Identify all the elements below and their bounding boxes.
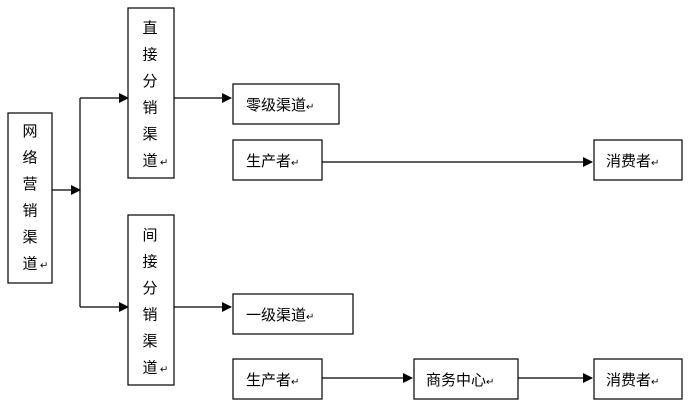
producer-top-label: 生产者 xyxy=(246,152,291,170)
vertical-label-char: 分 xyxy=(142,72,157,90)
return-mark: ↵ xyxy=(160,365,168,376)
node-business-center: 商务中心↵ xyxy=(413,358,519,400)
vertical-label-char: 分 xyxy=(142,279,157,297)
vertical-label-char: 道 xyxy=(142,359,157,377)
vertical-label-char: 营 xyxy=(22,175,37,193)
return-mark: ↵ xyxy=(291,377,299,388)
node-one-level-channel: 一级渠道↵ xyxy=(232,293,354,335)
svg-text:零级渠道↵: 零级渠道↵ xyxy=(246,96,314,114)
node-network-channel: 网络营销渠道↵ xyxy=(7,112,53,284)
vertical-label-char: 网 xyxy=(22,122,37,140)
vertical-label: 网络营销渠道 xyxy=(22,122,37,273)
return-mark: ↵ xyxy=(486,377,494,388)
return-mark: ↵ xyxy=(306,312,314,323)
vertical-label-char: 接 xyxy=(142,46,157,64)
vertical-label-char: 接 xyxy=(142,253,157,271)
node-indirect-channel: 间接分销渠道↵ xyxy=(127,214,175,386)
one-level-label: 一级渠道 xyxy=(246,306,306,324)
vertical-label-char: 间 xyxy=(142,226,157,244)
vertical-label: 直接分销渠道 xyxy=(142,19,157,170)
svg-text:消费者↵: 消费者↵ xyxy=(606,371,659,389)
svg-text:生产者↵: 生产者↵ xyxy=(246,371,299,389)
vertical-label: 间接分销渠道 xyxy=(142,226,157,377)
vertical-label-char: 络 xyxy=(22,149,37,167)
node-producer-top: 生产者↵ xyxy=(232,139,323,181)
svg-text:一级渠道↵: 一级渠道↵ xyxy=(246,306,314,324)
consumer-bottom-label: 消费者 xyxy=(606,371,651,389)
return-mark: ↵ xyxy=(651,158,659,169)
business-center-label: 商务中心 xyxy=(426,371,486,389)
node-direct-channel: 直接分销渠道↵ xyxy=(127,7,175,179)
svg-text:生产者↵: 生产者↵ xyxy=(246,152,299,170)
node-consumer-top: 消费者↵ xyxy=(593,139,683,181)
consumer-top-label: 消费者 xyxy=(606,152,651,170)
vertical-label-char: 道 xyxy=(142,152,157,170)
vertical-label-char: 渠 xyxy=(142,332,157,350)
vertical-label-char: 销 xyxy=(22,202,37,220)
node-consumer-bottom: 消费者↵ xyxy=(593,358,683,400)
return-mark: ↵ xyxy=(160,158,168,169)
node-zero-level-channel: 零级渠道↵ xyxy=(232,83,340,125)
node-producer-bottom: 生产者↵ xyxy=(232,358,323,400)
return-mark: ↵ xyxy=(651,377,659,388)
svg-text:商务中心↵: 商务中心↵ xyxy=(426,371,494,389)
vertical-label-char: 直 xyxy=(142,19,157,37)
return-mark: ↵ xyxy=(291,158,299,169)
vertical-label-char: 道 xyxy=(22,255,37,273)
producer-bottom-label: 生产者 xyxy=(246,371,291,389)
vertical-label-char: 销 xyxy=(142,99,157,117)
zero-level-label: 零级渠道 xyxy=(246,96,306,114)
vertical-label-char: 销 xyxy=(142,306,157,324)
return-mark: ↵ xyxy=(306,102,314,113)
svg-text:消费者↵: 消费者↵ xyxy=(606,152,659,170)
return-mark: ↵ xyxy=(40,261,48,272)
vertical-label-char: 渠 xyxy=(142,125,157,143)
connectors xyxy=(52,93,593,383)
vertical-label-char: 渠 xyxy=(22,228,37,246)
